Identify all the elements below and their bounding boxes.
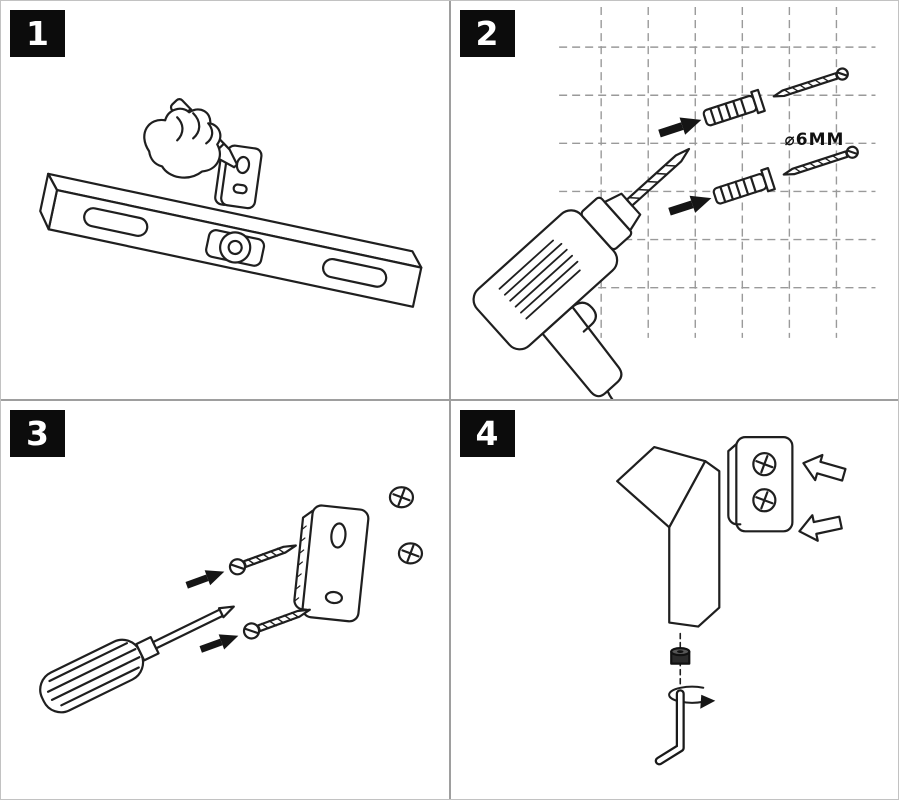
phillips-screw-head <box>397 542 424 565</box>
screw <box>185 544 297 589</box>
tile-grid <box>558 7 875 338</box>
mounting-bracket <box>293 504 370 623</box>
step-2-panel: 2 ⌀6MM <box>450 1 898 399</box>
wall-anchor <box>667 145 859 216</box>
direction-arrow-icon <box>801 453 847 482</box>
step-2-badge: 2 <box>459 10 515 57</box>
step-1-panel: 1 <box>1 1 449 399</box>
step-4-badge: 4 <box>459 410 515 457</box>
hook-body <box>615 446 720 628</box>
set-screw <box>669 647 690 665</box>
step-3-illustration <box>39 486 424 714</box>
hand-illustration <box>143 107 222 179</box>
phillips-screw-head <box>388 486 415 509</box>
drill-diameter-label: ⌀6MM <box>784 130 845 150</box>
wall-plate <box>726 435 793 533</box>
power-drill <box>471 147 690 399</box>
wall-anchor <box>657 67 849 138</box>
direction-arrow-icon <box>797 514 843 542</box>
step-1-badge: 1 <box>10 10 65 57</box>
spirit-level <box>39 172 423 308</box>
screwdriver <box>39 605 235 714</box>
step-3-badge: 3 <box>10 410 65 457</box>
step-4-panel: 4 <box>450 401 898 799</box>
step-4-illustration <box>615 435 847 766</box>
rotation-arrow-icon <box>667 685 715 709</box>
screw <box>199 608 311 653</box>
step-1-illustration <box>39 98 423 308</box>
hex-key <box>654 689 685 766</box>
step-3-panel: 3 <box>1 401 449 799</box>
step-2-illustration <box>471 7 875 399</box>
